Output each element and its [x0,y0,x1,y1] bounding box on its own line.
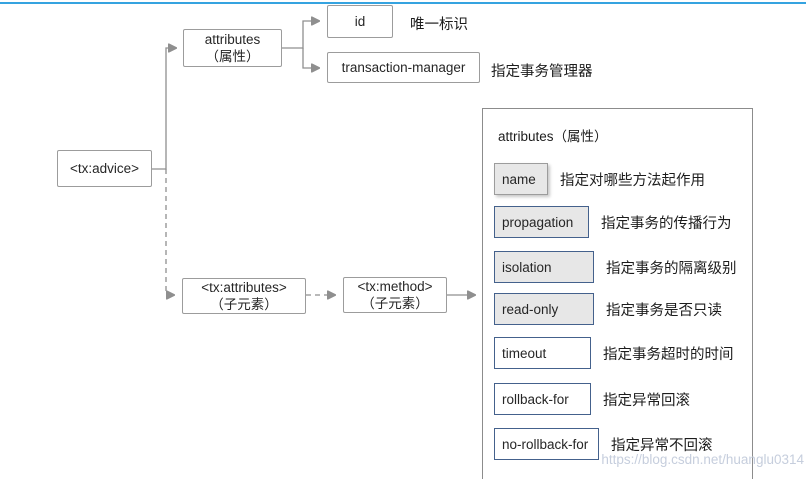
attr-row-name: name 指定对哪些方法起作用 [494,163,705,195]
transaction-manager-description: 指定事务管理器 [491,64,593,80]
node-transaction-manager-label: transaction-manager [341,60,466,75]
attr-isolation-box: isolation [494,251,594,283]
attr-row-no-rollback-for: no-rollback-for 指定异常不回滚 [494,428,713,460]
node-tx-method-label-line1: <tx:method> [357,279,433,294]
node-attributes: attributes （属性） [183,29,282,67]
node-tx-method: <tx:method> （子元素） [343,277,447,313]
id-description: 唯一标识 [410,17,468,33]
attr-row-read-only: read-only 指定事务是否只读 [494,293,722,325]
attr-rollback-for-desc: 指定异常回滚 [603,392,690,409]
attr-row-timeout: timeout 指定事务超时的时间 [494,337,734,369]
node-id-label: id [354,14,366,29]
attr-timeout-box: timeout [494,337,591,369]
panel-title: attributes（属性） [498,129,608,144]
node-tx-attributes-label-line2: （子元素） [210,297,278,312]
node-tx-advice-label: <tx:advice> [69,161,140,176]
node-attributes-label-line2: （属性） [205,49,260,64]
attr-name-desc: 指定对哪些方法起作用 [560,172,705,189]
attr-propagation-desc: 指定事务的传播行为 [601,215,732,232]
node-tx-advice: <tx:advice> [57,150,152,187]
attr-row-propagation: propagation 指定事务的传播行为 [494,206,732,238]
attr-read-only-box: read-only [494,293,594,325]
attr-timeout-desc: 指定事务超时的时间 [603,346,734,363]
attr-no-rollback-for-desc: 指定异常不回滚 [611,437,713,454]
attr-row-rollback-for: rollback-for 指定异常回滚 [494,383,690,415]
watermark-url: https://blog.csdn.net/huanglu0314 [601,452,804,467]
attr-no-rollback-for-box: no-rollback-for [494,428,599,460]
node-tx-attributes-label-line1: <tx:attributes> [201,280,287,295]
top-accent-line [0,2,806,4]
node-tx-method-label-line2: （子元素） [361,296,429,311]
attr-propagation-box: propagation [494,206,589,238]
attr-row-isolation: isolation 指定事务的隔离级别 [494,251,737,283]
attr-name-box: name [494,163,548,195]
node-tx-attributes: <tx:attributes> （子元素） [182,278,306,314]
node-transaction-manager: transaction-manager [327,52,480,83]
attr-rollback-for-box: rollback-for [494,383,591,415]
attr-isolation-desc: 指定事务的隔离级别 [606,260,737,277]
node-id: id [327,5,393,38]
node-attributes-label-line1: attributes [204,32,261,47]
method-attributes-panel: attributes（属性） name 指定对哪些方法起作用 propagati… [482,108,753,479]
attr-read-only-desc: 指定事务是否只读 [606,302,722,319]
